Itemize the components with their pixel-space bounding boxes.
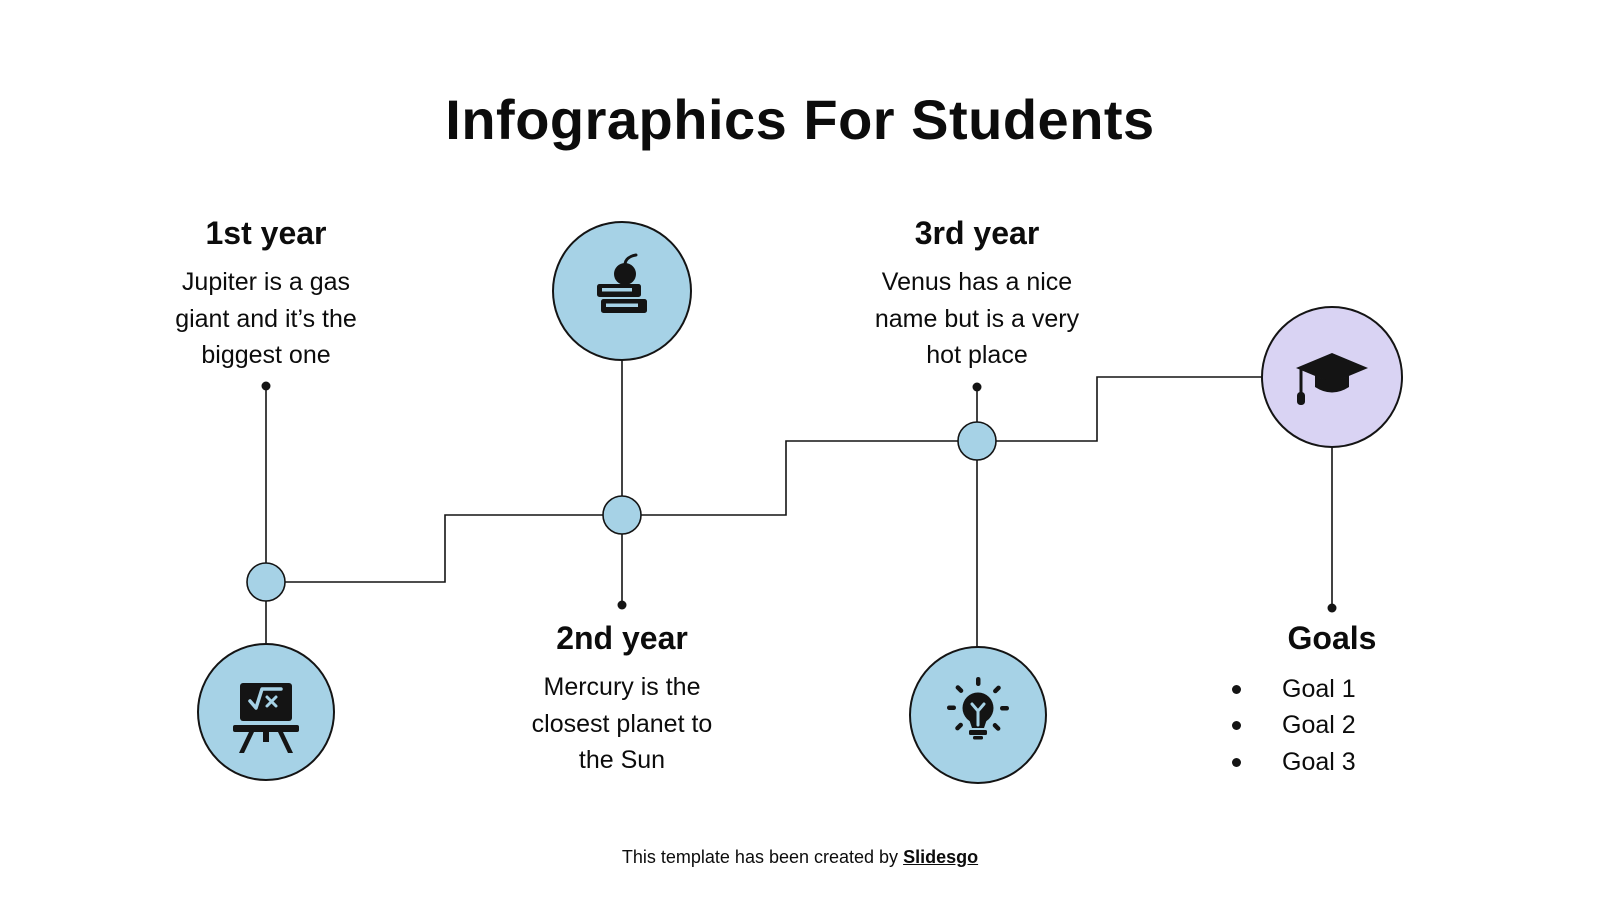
milestone-body-line: name but is a very xyxy=(874,304,1080,333)
math-board-circle xyxy=(197,643,335,781)
goal-label: Goal 1 xyxy=(1282,674,1356,703)
milestone-body-line: closest planet to xyxy=(531,709,713,738)
goals-list: Goal 1 Goal 2 Goal 3 xyxy=(1172,671,1492,781)
slidesgo-link[interactable]: Slidesgo xyxy=(903,847,979,867)
goal-label: Goal 2 xyxy=(1282,711,1356,740)
graduation-cap-circle xyxy=(1261,306,1403,448)
milestone-heading: 3rd year xyxy=(914,215,1040,251)
goal-label: Goal 3 xyxy=(1282,747,1356,776)
books-apple-icon xyxy=(597,253,647,313)
list-item: Goal 1 xyxy=(1172,671,1492,708)
list-item: Goal 3 xyxy=(1172,744,1492,781)
math-board-icon xyxy=(233,683,299,753)
milestone-body-line: the Sun xyxy=(578,746,666,774)
footer-text: This template has been created by Slides… xyxy=(0,845,1600,869)
endpoint-dot-2 xyxy=(617,600,627,610)
milestone-heading: 1st year xyxy=(205,215,327,251)
milestone-year1-block: 1st year Jupiter is a gas giant and it’s… xyxy=(96,212,436,374)
bullet-icon xyxy=(1232,757,1241,767)
milestone-body-line: Venus has a nice xyxy=(881,268,1073,296)
lightbulb-circle xyxy=(909,646,1047,784)
bullet-icon xyxy=(1232,721,1241,731)
footer-prefix: This template has been created by xyxy=(621,847,899,867)
goals-heading: Goals xyxy=(1287,620,1377,656)
connector-path xyxy=(265,360,1333,647)
milestone-body-line: hot place xyxy=(926,341,1028,369)
node-circle-1 xyxy=(246,562,286,602)
milestone-body: Venus has a nice name but is a very hot … xyxy=(807,264,1147,374)
list-item: Goal 2 xyxy=(1172,708,1492,745)
books-apple-circle xyxy=(552,221,692,361)
milestone-body-line: biggest one xyxy=(201,341,331,369)
milestone-body-line: giant and it’s the xyxy=(175,304,357,333)
milestone-body: Mercury is the closest planet to the Sun xyxy=(452,669,792,779)
milestone-body-line: Mercury is the xyxy=(543,673,701,701)
milestone-body-line: Jupiter is a gas xyxy=(181,268,351,296)
endpoint-dot-3 xyxy=(972,382,982,392)
node-circle-2 xyxy=(602,495,642,535)
node-circle-3 xyxy=(957,421,997,461)
page-title: Infographics For Students xyxy=(445,88,1155,151)
milestone-year3-block: 3rd year Venus has a nice name but is a … xyxy=(807,212,1147,374)
goals-block: Goals Goal 1 Goal 2 Goal 3 xyxy=(1172,617,1492,781)
endpoint-dot-4 xyxy=(1327,603,1337,613)
milestone-year2-block: 2nd year Mercury is the closest planet t… xyxy=(452,617,792,779)
graduation-cap-icon xyxy=(1296,353,1368,405)
lightbulb-icon xyxy=(947,677,1009,740)
endpoint-dot-1 xyxy=(261,381,271,391)
milestone-heading: 2nd year xyxy=(556,620,688,656)
milestone-body: Jupiter is a gas giant and it’s the bigg… xyxy=(96,264,436,374)
bullet-icon xyxy=(1232,684,1241,694)
